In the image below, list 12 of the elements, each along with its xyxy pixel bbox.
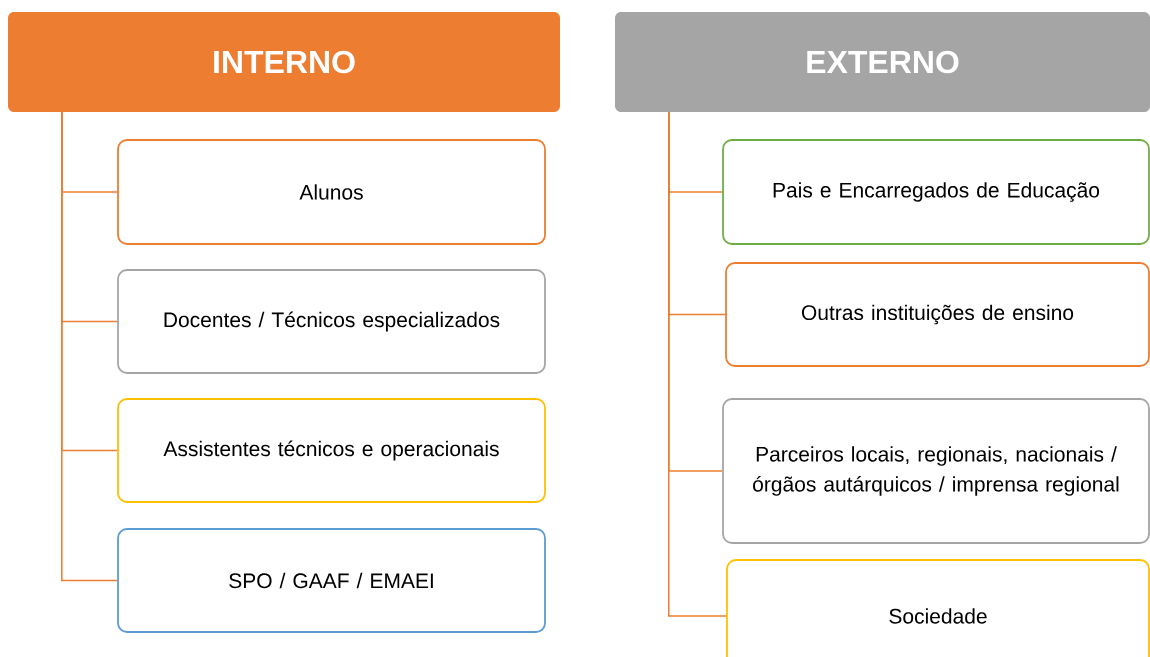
category-box: Outras instituições de ensino [725,262,1150,367]
category-box: Docentes / Técnicos especializados [117,269,546,374]
header-box: INTERNO [8,12,560,112]
category-box: Sociedade [726,559,1150,657]
category-box: Pais e Encarregados de Educação [722,139,1150,245]
header-box: EXTERNO [615,12,1150,112]
category-box: Parceiros locais, regionais, nacionais / órgãos autárquicos / imprensa regional [722,398,1150,544]
category-box: SPO / GAAF / EMAEI [117,528,546,633]
connector-line [61,111,118,582]
category-box: Assistentes técnicos e operacionais [117,398,546,503]
category-box: Alunos [117,139,546,245]
connector-line [668,111,727,617]
